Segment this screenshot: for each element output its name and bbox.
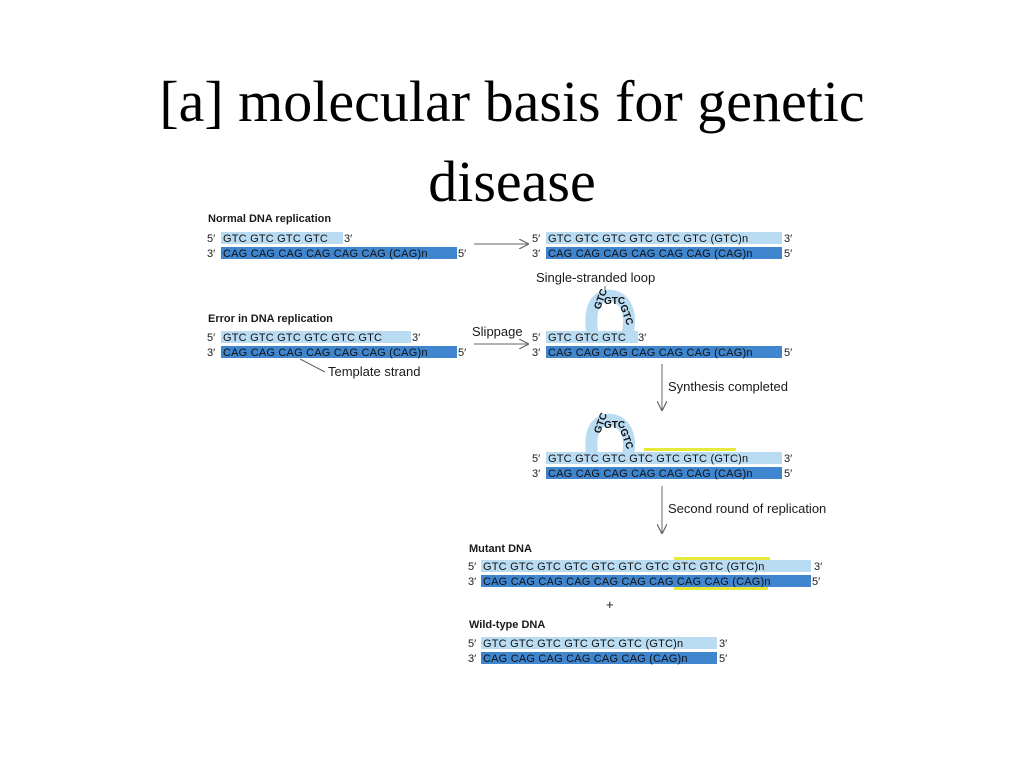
label-second-round: Second round of replication — [668, 501, 826, 516]
end-label: 5′ — [532, 233, 540, 245]
strand-seq: CAG CAG CAG CAG CAG CAG (CAG)n — [548, 468, 753, 480]
strand-seq: GTC GTC GTC GTC GTC GTC GTC GTC GTC (GTC… — [483, 561, 765, 573]
strand-seq: GTC GTC GTC GTC GTC GTC — [223, 332, 382, 344]
plus-sign: + — [606, 597, 614, 612]
title-line-1: [a] molecular basis for genetic — [159, 69, 865, 134]
label-synthesis-completed: Synthesis completed — [668, 379, 788, 394]
end-label: 5′ — [458, 347, 466, 359]
single-stranded-loop: GTC GTC GTC — [585, 287, 635, 338]
page-title: [a] molecular basis for genetic disease — [0, 62, 1024, 222]
bottom-strand — [546, 467, 782, 479]
header-normal: Normal DNA replication — [208, 213, 331, 225]
top-strand — [546, 232, 782, 244]
end-label: 3′ — [814, 561, 822, 573]
end-label: 5′ — [468, 638, 476, 650]
end-label: 3′ — [344, 233, 352, 245]
top-strand — [546, 331, 638, 343]
loop-text: GTC — [604, 420, 625, 431]
end-label: 3′ — [468, 653, 476, 665]
end-label: 3′ — [532, 347, 540, 359]
label-single-stranded-loop: Single-stranded loop — [536, 270, 655, 285]
loop-text: GTC — [604, 296, 625, 307]
end-label: 3′ — [412, 332, 420, 344]
end-label: 5′ — [207, 233, 215, 245]
end-label: 3′ — [207, 347, 215, 359]
strand-seq: CAG CAG CAG CAG CAG CAG (CAG)n — [548, 347, 753, 359]
end-label: 3′ — [532, 248, 540, 260]
title-line-2: disease — [428, 149, 596, 214]
highlight-bar — [674, 557, 770, 560]
end-label: 5′ — [719, 653, 727, 665]
strand-seq: GTC GTC GTC GTC GTC GTC (GTC)n — [548, 453, 748, 465]
label-slippage: Slippage — [472, 324, 523, 339]
loop-strand — [585, 289, 635, 338]
end-label: 3′ — [638, 332, 646, 344]
end-label: 5′ — [784, 468, 792, 480]
strand-seq: CAG CAG CAG CAG CAG CAG (CAG)n — [223, 347, 428, 359]
end-label: 5′ — [812, 576, 820, 588]
highlight-bar — [674, 587, 768, 590]
header-wild-type: Wild-type DNA — [469, 619, 545, 631]
end-label: 5′ — [532, 332, 540, 344]
end-label: 5′ — [784, 248, 792, 260]
end-label: 5′ — [784, 347, 792, 359]
end-label: 3′ — [719, 638, 727, 650]
end-label: 3′ — [207, 248, 215, 260]
bottom-strand — [221, 346, 457, 358]
label-template-strand: Template strand — [328, 364, 421, 379]
top-strand — [481, 560, 811, 572]
end-label: 3′ — [468, 576, 476, 588]
end-label: 3′ — [784, 453, 792, 465]
strand-seq: CAG CAG CAG CAG CAG CAG CAG CAG CAG (CAG… — [483, 576, 771, 588]
bottom-strand — [546, 346, 782, 358]
top-strand — [546, 452, 782, 464]
end-label: 5′ — [458, 248, 466, 260]
strand-seq: GTC GTC GTC GTC GTC GTC (GTC)n — [548, 233, 748, 245]
highlight-bar — [644, 448, 736, 451]
leader-line — [299, 358, 326, 373]
strand-seq: GTC GTC GTC GTC — [223, 233, 328, 245]
strand-seq: GTC GTC GTC GTC GTC GTC (GTC)n — [483, 638, 683, 650]
header-error: Error in DNA replication — [208, 313, 333, 325]
end-label: 3′ — [784, 233, 792, 245]
single-stranded-loop: GTC GTC GTC — [585, 411, 635, 461]
strand-seq: CAG CAG CAG CAG CAG CAG (CAG)n — [548, 248, 753, 260]
top-strand — [221, 331, 411, 343]
loop-strand — [585, 413, 635, 461]
top-strand — [221, 232, 343, 244]
bottom-strand — [481, 575, 811, 587]
header-mutant: Mutant DNA — [469, 543, 532, 555]
bottom-strand — [221, 247, 457, 259]
end-label: 5′ — [207, 332, 215, 344]
bottom-strand — [481, 652, 717, 664]
top-strand — [481, 637, 717, 649]
strand-seq: GTC GTC GTC — [548, 332, 626, 344]
strand-seq: CAG CAG CAG CAG CAG CAG (CAG)n — [483, 653, 688, 665]
end-label: 5′ — [468, 561, 476, 573]
strand-seq: CAG CAG CAG CAG CAG CAG (CAG)n — [223, 248, 428, 260]
bottom-strand — [546, 247, 782, 259]
end-label: 5′ — [532, 453, 540, 465]
end-label: 3′ — [532, 468, 540, 480]
